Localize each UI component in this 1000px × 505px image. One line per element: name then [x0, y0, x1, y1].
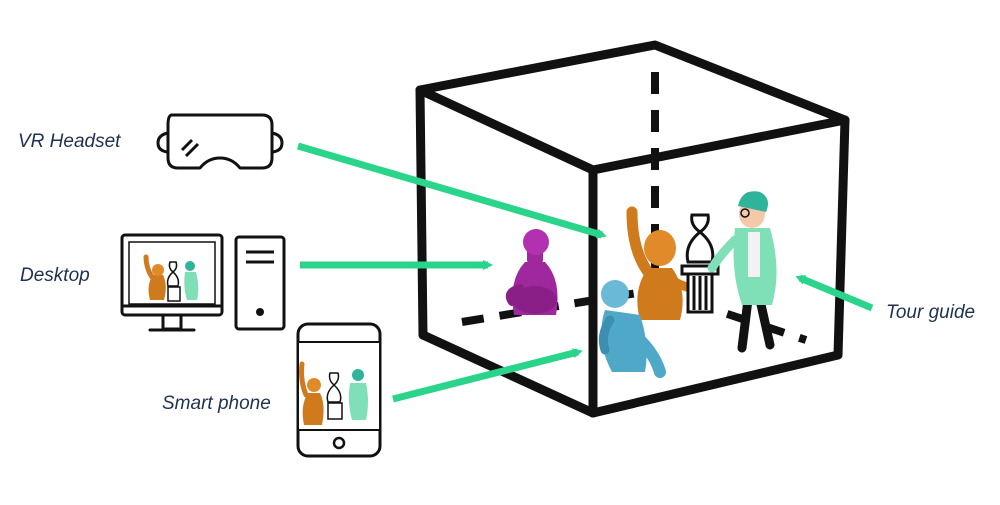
- cube-top-face: [415, 40, 850, 175]
- orange-avatar: [626, 206, 705, 320]
- desktop-label: Desktop: [20, 265, 90, 286]
- blue-avatar: [598, 280, 666, 378]
- virtual-room-cube: [415, 40, 850, 418]
- vr-headset-icon: [156, 113, 284, 170]
- smartphone-icon: [296, 322, 382, 458]
- cube-front-left-edge: [415, 85, 428, 340]
- arrow-vr-to-room: [297, 142, 607, 239]
- cube-hidden-right-edge: [653, 286, 808, 344]
- cube-bottom-right-edge: [588, 350, 843, 418]
- arrow-phone-to-room: [392, 348, 583, 403]
- desktop-monitor-icon: [120, 233, 224, 332]
- connection-arrows: [297, 142, 874, 403]
- cube-bottom-left-edge: [418, 330, 598, 418]
- vr-headset-label: VR Headset: [18, 131, 121, 152]
- tour-guide-avatar: [707, 191, 777, 353]
- arrow-guide-to-room: [795, 274, 874, 312]
- computer-tower-icon: [234, 235, 286, 331]
- smart-phone-label: Smart phone: [162, 393, 271, 414]
- cube-right-edge: [833, 115, 850, 360]
- tour-guide-label: Tour guide: [886, 302, 976, 323]
- purple-avatar: [505, 229, 558, 315]
